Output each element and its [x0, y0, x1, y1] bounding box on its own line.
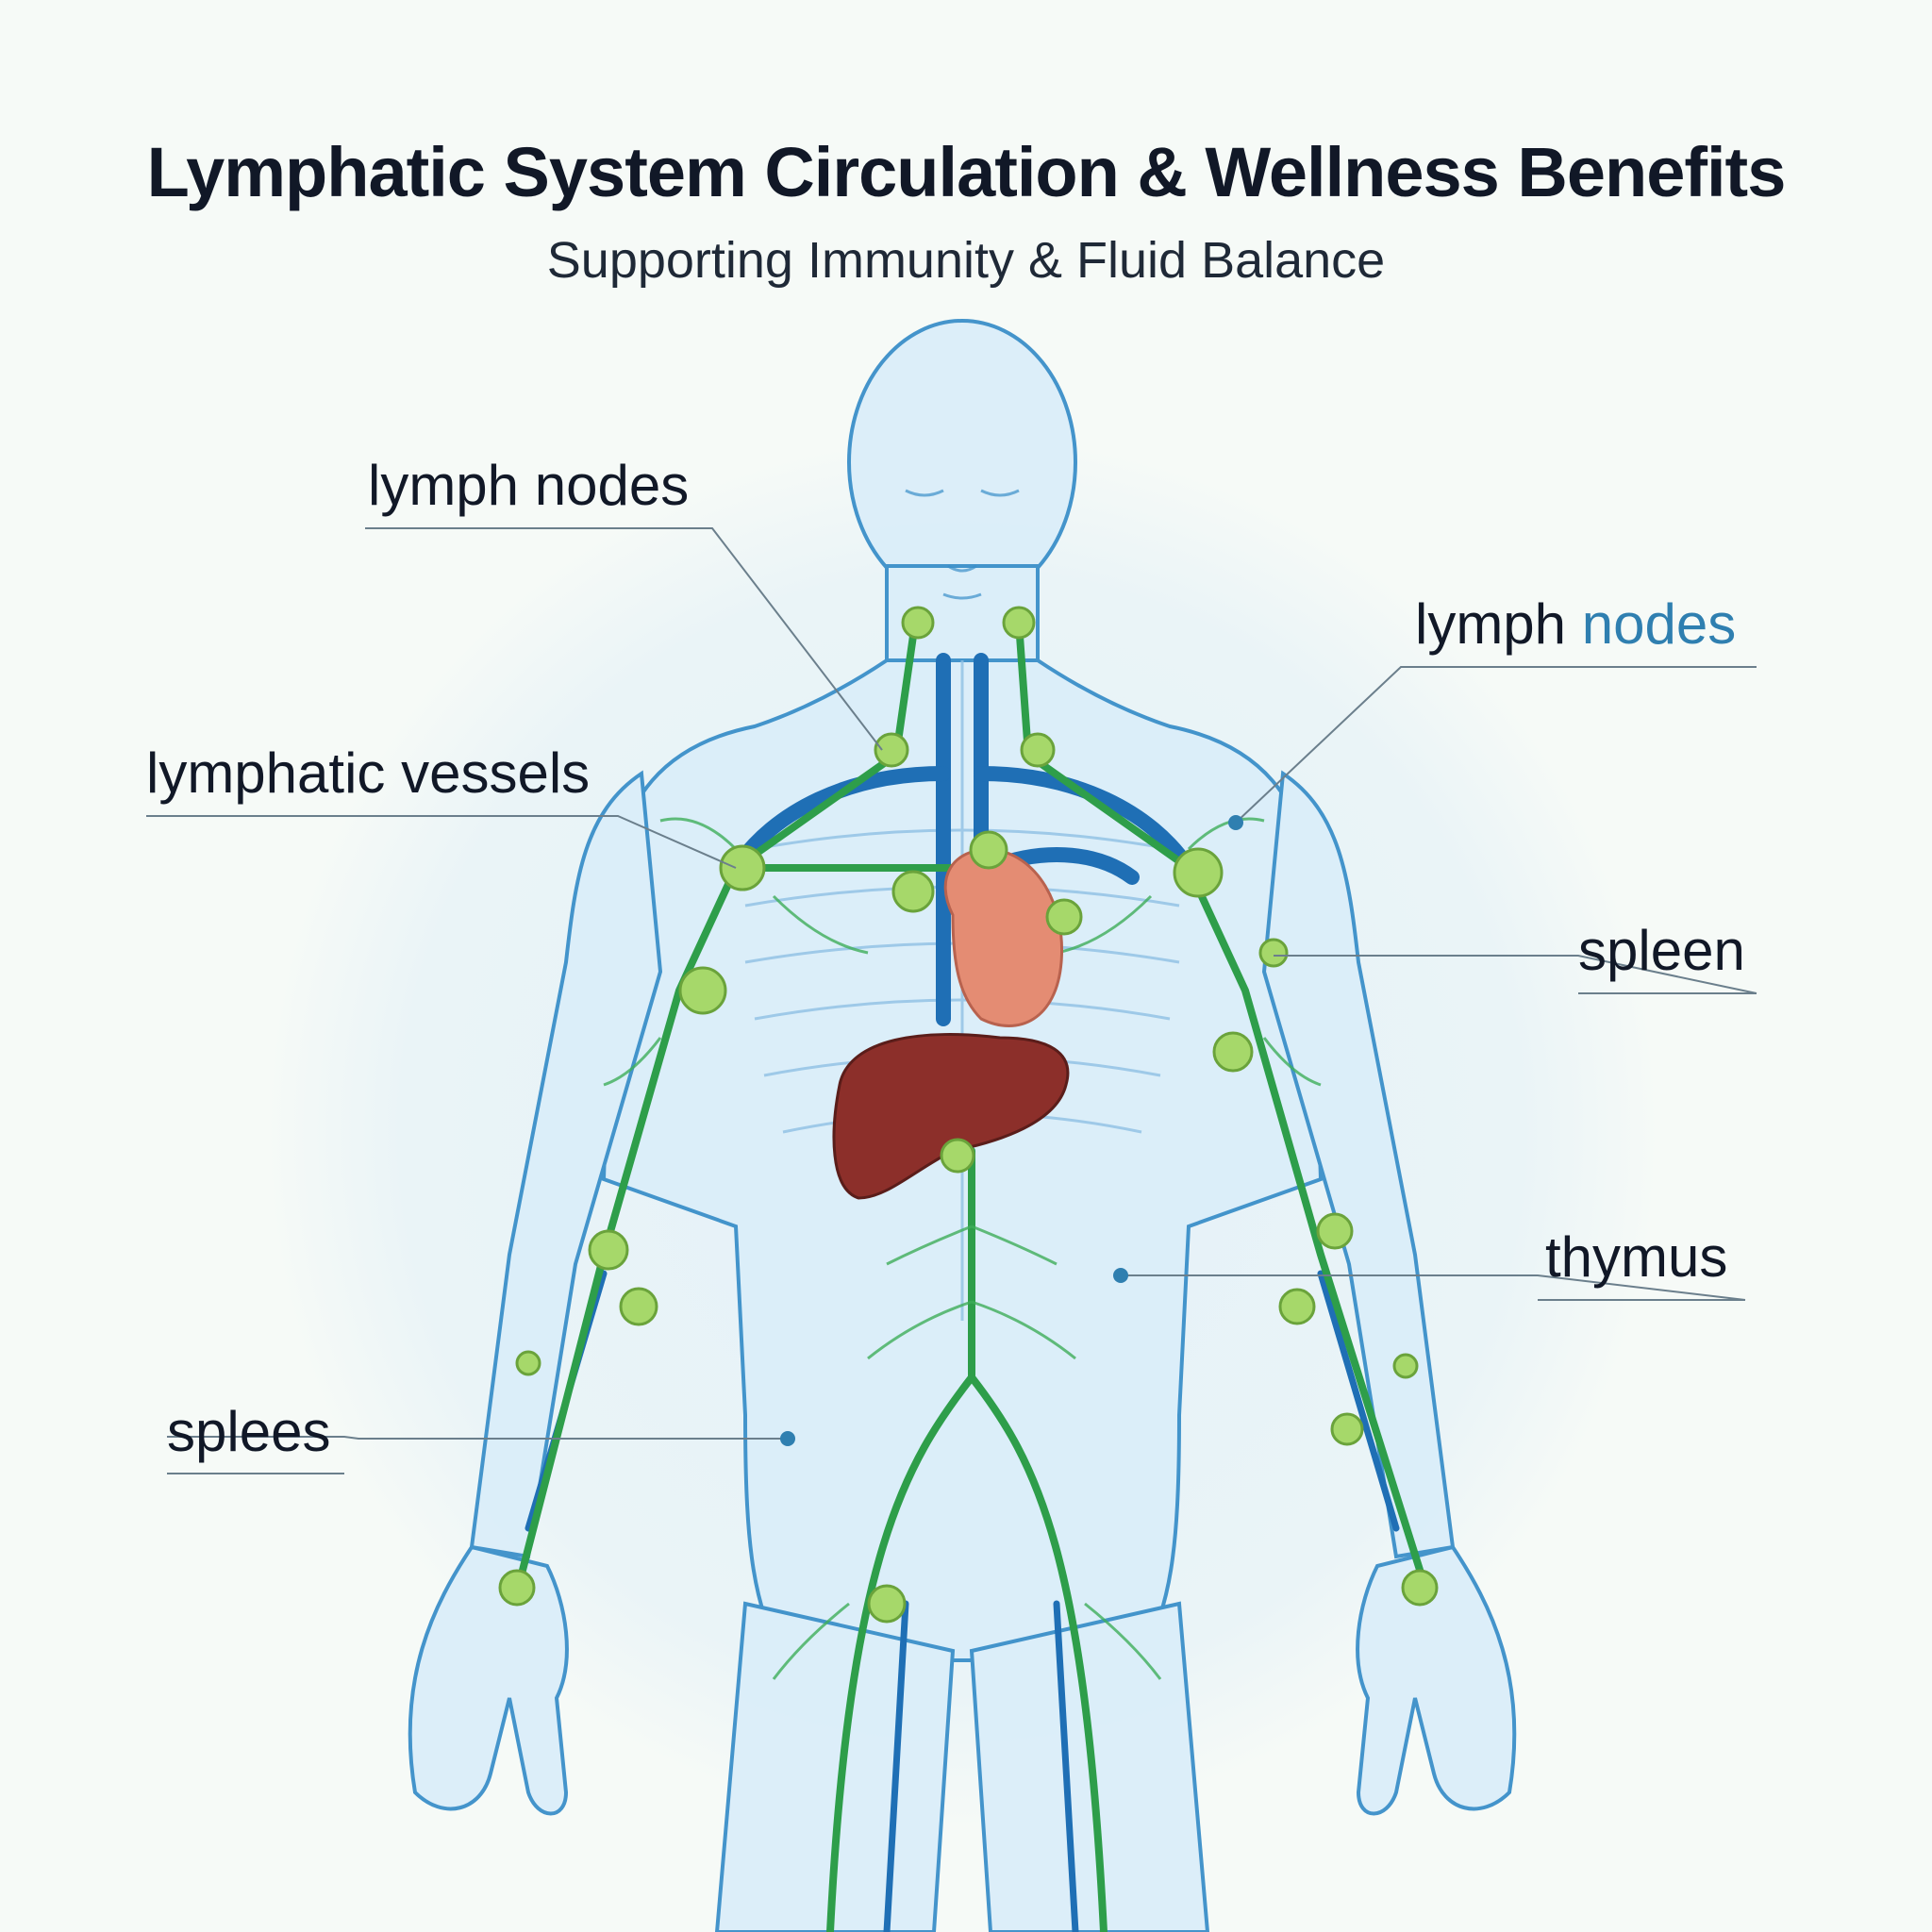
lymph-node: [1392, 1353, 1419, 1379]
label-lymph-nodes-left: lymph nodes: [368, 454, 690, 517]
label-lymph-nodes-right-word1: lymph: [1415, 592, 1567, 656]
lymph-nodes: [498, 606, 1439, 1624]
right-hand: [1356, 1544, 1517, 1816]
leader-line-thymus: [1121, 1274, 1746, 1301]
label-lymph-nodes-right-word2: nodes: [1581, 592, 1737, 656]
lymph-node: [719, 844, 766, 891]
lymph-node: [940, 1138, 975, 1174]
face: [905, 489, 1020, 600]
label-spleen: spleen: [1578, 919, 1745, 982]
lymph-node: [619, 1287, 658, 1326]
lymph-node: [1401, 1569, 1439, 1607]
lymph-node: [588, 1229, 629, 1271]
label-lymph-nodes-right: lymph nodes: [1415, 596, 1736, 653]
lymphatic-vessels: [515, 619, 1428, 1932]
lymph-node: [1045, 898, 1083, 936]
head: [847, 319, 1077, 606]
lymph-node: [1020, 732, 1056, 768]
leader-line-spleen: [1274, 955, 1757, 994]
lymph-node: [498, 1569, 536, 1607]
left-hand: [408, 1544, 569, 1816]
label-thymus: thymus: [1545, 1225, 1728, 1289]
label-underlines: [146, 527, 1757, 1474]
lymph-node: [867, 1584, 907, 1624]
diagram-title: Lymphatic System Circulation & Wellness …: [146, 133, 1787, 211]
lymphatic-branches: [603, 817, 1322, 1680]
lymph-node: [678, 966, 727, 1015]
leader-line-splees: [167, 1436, 788, 1440]
lymph-node: [515, 1350, 541, 1376]
lymph-node: [969, 830, 1008, 870]
lymph-node: [901, 606, 935, 640]
thymus-organ: [943, 847, 1064, 1027]
lymph-node: [1278, 1288, 1316, 1325]
lymph-node: [1173, 847, 1224, 898]
lymph-node: [1330, 1412, 1364, 1446]
lymph-node: [1316, 1212, 1354, 1250]
label-lymphatic-vessels: lymphatic vessels: [146, 741, 591, 805]
liver-organ: [832, 1033, 1070, 1200]
lymph-node: [1212, 1031, 1254, 1073]
lymph-node: [891, 870, 935, 913]
label-splees: splees: [167, 1400, 331, 1463]
lymph-node: [874, 732, 909, 768]
lymph-node: [1002, 606, 1036, 640]
lymph-node: [1258, 938, 1289, 968]
diagram-subtitle: Supporting Immunity & Fluid Balance: [546, 232, 1386, 289]
leader-dots: [780, 815, 1243, 1446]
